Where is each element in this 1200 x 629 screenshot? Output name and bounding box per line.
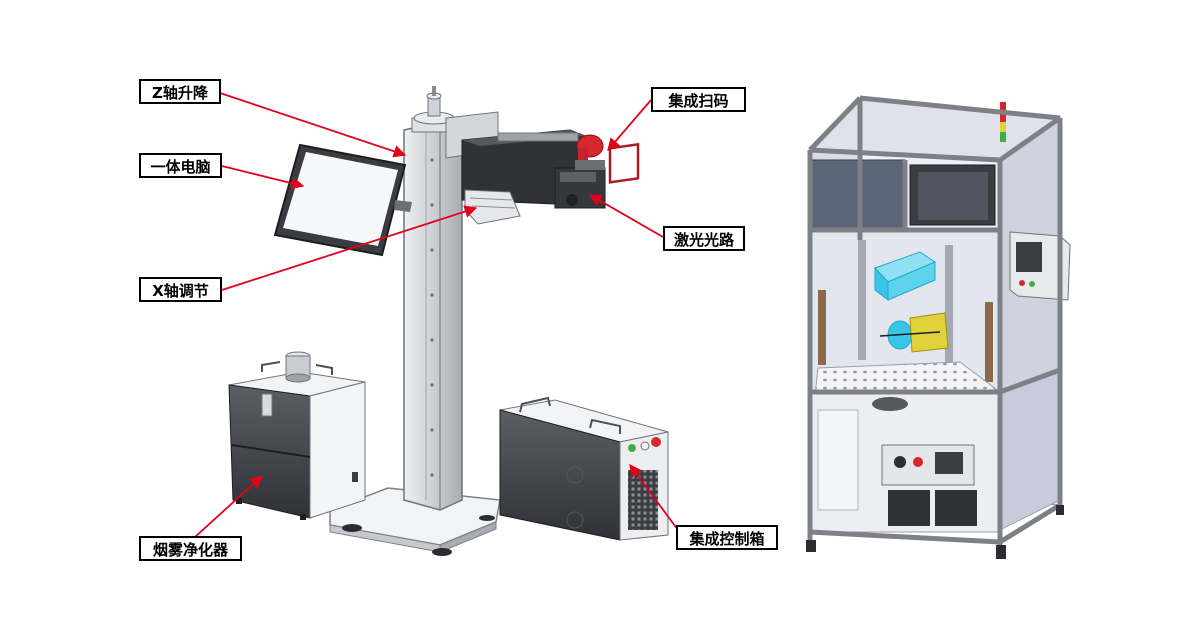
leader-fume [194, 475, 263, 538]
all-in-one-pc [273, 143, 412, 257]
label-integrated-scanner: 集成扫码 [651, 87, 746, 112]
marking-station [228, 86, 669, 556]
leader-z-axis [219, 92, 407, 158]
leader-control-box [629, 463, 679, 531]
enclosed-workstation [806, 95, 1071, 559]
integrated-control-box [499, 396, 669, 541]
leader-pc [221, 165, 305, 190]
scanner-unit [576, 134, 640, 184]
label-z-axis-lift: Z轴升降 [139, 79, 221, 104]
label-all-in-one-pc: 一体电脑 [139, 153, 222, 178]
x-axis-adjust-stage [464, 189, 521, 225]
cyan-laser-module [874, 251, 937, 350]
leader-lines [194, 92, 679, 538]
label-integrated-control-box: 集成控制箱 [676, 525, 778, 550]
leader-laser-path [588, 194, 664, 238]
label-x-axis-adjust: X轴调节 [139, 277, 222, 302]
leader-scanner [607, 99, 652, 151]
hmi-control-panel [1009, 231, 1071, 301]
label-fume-extractor: 烟雾净化器 [139, 536, 242, 561]
leveling-feet [342, 515, 495, 556]
label-laser-path: 激光光路 [663, 226, 745, 251]
z-axis-column [403, 86, 463, 511]
fume-extractor [228, 351, 366, 520]
leader-x-axis [221, 205, 478, 291]
